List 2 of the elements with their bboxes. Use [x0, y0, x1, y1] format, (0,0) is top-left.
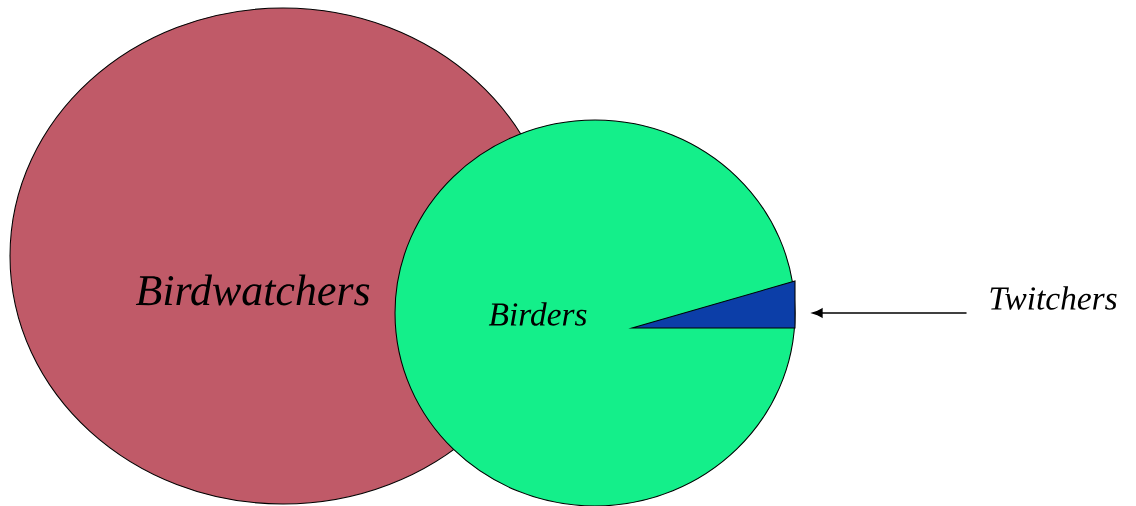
- label: Twitchers: [990, 286, 1117, 310]
- arrow: [812, 308, 968, 318]
